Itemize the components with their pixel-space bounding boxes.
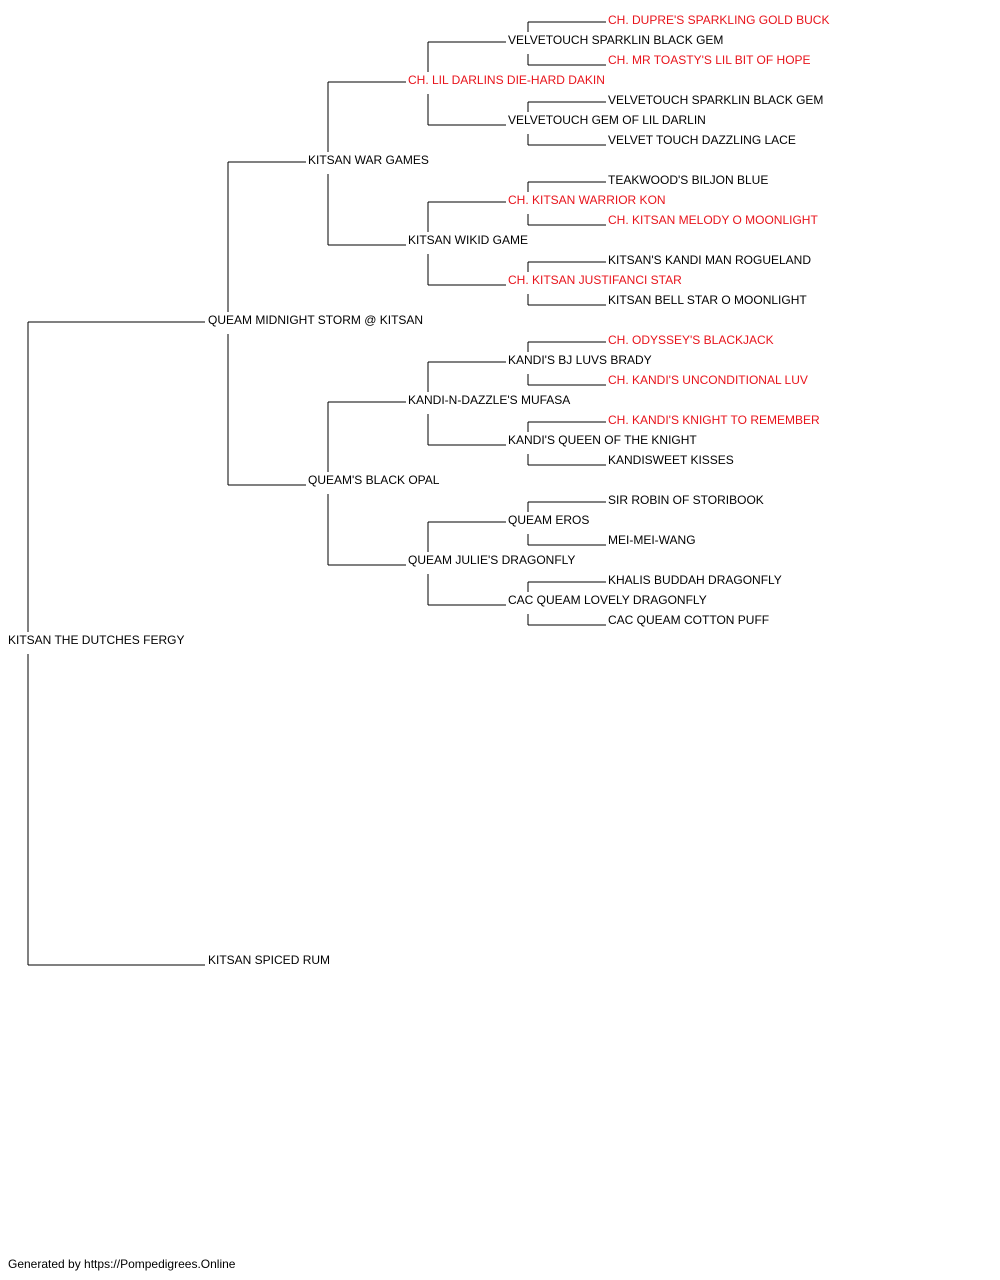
ancestor-name[interactable]: KANDI'S BJ LUVS BRADY — [508, 353, 652, 367]
ancestor-name[interactable]: CH. DUPRE'S SPARKLING GOLD BUCK — [608, 13, 829, 27]
ancestor-name[interactable]: KITSAN'S KANDI MAN ROGUELAND — [608, 253, 811, 267]
ancestor-name[interactable]: QUEAM EROS — [508, 513, 589, 527]
ancestor-name[interactable]: CH. LIL DARLINS DIE-HARD DAKIN — [408, 73, 605, 87]
generated-by-footer: Generated by https://Pompedigrees.Online — [8, 1257, 236, 1271]
subject-name[interactable]: KITSAN THE DUTCHES FERGY — [8, 633, 184, 647]
ancestor-name[interactable]: SIR ROBIN OF STORIBOOK — [608, 493, 764, 507]
ancestor-name[interactable]: CH. KITSAN MELODY O MOONLIGHT — [608, 213, 818, 227]
ancestor-name[interactable]: CH. ODYSSEY'S BLACKJACK — [608, 333, 774, 347]
ancestor-name[interactable]: VELVET TOUCH DAZZLING LACE — [608, 133, 796, 147]
ancestor-name[interactable]: VELVETOUCH SPARKLIN BLACK GEM — [508, 33, 723, 47]
ancestor-name[interactable]: CH. KANDI'S UNCONDITIONAL LUV — [608, 373, 808, 387]
ancestor-name[interactable]: KITSAN WIKID GAME — [408, 233, 528, 247]
dam-name[interactable]: KITSAN SPICED RUM — [208, 953, 330, 967]
ancestor-name[interactable]: KANDI-N-DAZZLE'S MUFASA — [408, 393, 570, 407]
ancestor-name[interactable]: CH. KITSAN JUSTIFANCI STAR — [508, 273, 682, 287]
sire-name[interactable]: QUEAM MIDNIGHT STORM @ KITSAN — [208, 313, 423, 327]
ancestor-name[interactable]: KITSAN BELL STAR O MOONLIGHT — [608, 293, 807, 307]
ancestor-name[interactable]: KITSAN WAR GAMES — [308, 153, 429, 167]
ancestor-name[interactable]: VELVETOUCH SPARKLIN BLACK GEM — [608, 93, 823, 107]
ancestor-name[interactable]: KHALIS BUDDAH DRAGONFLY — [608, 573, 782, 587]
ancestor-name[interactable]: CH. KANDI'S KNIGHT TO REMEMBER — [608, 413, 820, 427]
ancestor-name[interactable]: KANDISWEET KISSES — [608, 453, 734, 467]
ancestor-name[interactable]: CH. MR TOASTY'S LIL BIT OF HOPE — [608, 53, 811, 67]
ancestor-name[interactable]: QUEAM JULIE'S DRAGONFLY — [408, 553, 575, 567]
ancestor-name[interactable]: TEAKWOOD'S BILJON BLUE — [608, 173, 768, 187]
ancestor-name[interactable]: KANDI'S QUEEN OF THE KNIGHT — [508, 433, 697, 447]
ancestor-name[interactable]: MEI-MEI-WANG — [608, 533, 696, 547]
ancestor-name[interactable]: CH. KITSAN WARRIOR KON — [508, 193, 666, 207]
ancestor-name[interactable]: CAC QUEAM LOVELY DRAGONFLY — [508, 593, 707, 607]
ancestor-name[interactable]: VELVETOUCH GEM OF LIL DARLIN — [508, 113, 706, 127]
ancestor-name[interactable]: QUEAM'S BLACK OPAL — [308, 473, 440, 487]
ancestor-name[interactable]: CAC QUEAM COTTON PUFF — [608, 613, 769, 627]
